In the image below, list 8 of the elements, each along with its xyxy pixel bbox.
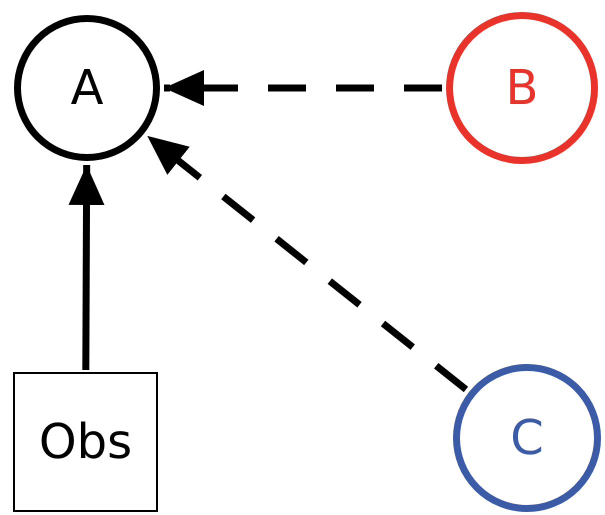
arrow [164, 70, 442, 106]
node-label: C [510, 414, 544, 462]
arrow [145, 133, 468, 392]
node-label: A [70, 64, 104, 112]
process-box [13, 372, 158, 512]
node-label: B [506, 64, 538, 112]
node-label: Obs [38, 418, 132, 466]
arrow [68, 164, 104, 370]
